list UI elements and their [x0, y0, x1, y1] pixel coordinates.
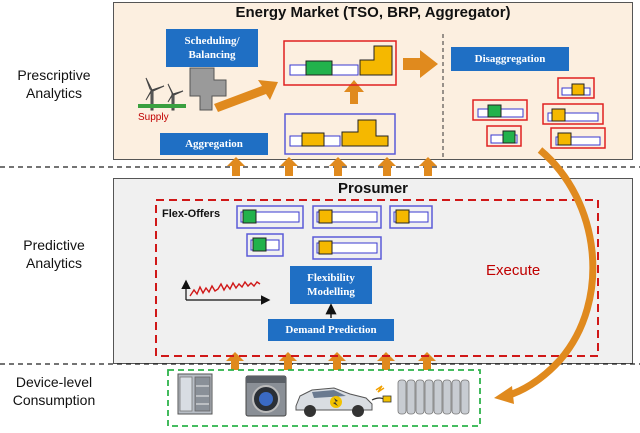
supply-label: Supply — [138, 112, 169, 123]
execute-label: Execute — [486, 262, 541, 279]
prosumer-title: Prosumer — [337, 180, 409, 197]
upward-arrows-from-devices — [226, 352, 436, 370]
flex-offer-region — [155, 199, 599, 357]
prescriptive-line-1: Prescriptive — [17, 67, 91, 83]
to-disaggregation-arrow — [403, 50, 438, 78]
energy-market-title: Energy Market (TSO, BRP, Aggregator) — [235, 4, 511, 21]
predictive-line-1: Predictive — [23, 237, 85, 253]
device-line-1: Device-level — [15, 374, 93, 390]
electric-car-icon — [295, 385, 392, 417]
flexibility-line-2: Modelling — [307, 286, 355, 298]
flex-offers-label: Flex-Offers — [162, 208, 221, 220]
refrigerator-icon — [177, 373, 213, 415]
demand-prediction-box: Demand Prediction — [268, 319, 394, 341]
execute-arrow — [504, 147, 597, 400]
aggregation-box: Aggregation — [160, 133, 268, 155]
device-line-2: Consumption — [12, 392, 96, 408]
time-series-plot-icon — [181, 279, 271, 305]
washing-machine-icon — [245, 375, 287, 417]
predictive-analytics-label: Predictive Analytics — [0, 236, 108, 272]
predictive-line-2: Analytics — [25, 255, 83, 271]
disaggregated-flex-offers — [472, 77, 606, 149]
scheduling-line-2: Balancing — [188, 49, 236, 61]
scheduling-arrow — [214, 80, 278, 112]
radiator-icon — [397, 379, 470, 415]
prosumer-flex-offers — [236, 205, 433, 260]
supply-profile-shape — [189, 67, 227, 111]
upward-arrows-to-market — [227, 157, 437, 176]
scheduled-profile-box — [283, 40, 397, 86]
flexibility-modelling-box: Flexibility Modelling — [290, 266, 372, 304]
up-arrow-market — [344, 80, 364, 104]
devices-box — [167, 369, 481, 427]
scheduling-balancing-box: Scheduling/ Balancing — [166, 29, 258, 67]
wind-turbine-icon — [138, 77, 186, 111]
prescriptive-analytics-label: Prescriptive Analytics — [0, 66, 108, 102]
prescriptive-line-2: Analytics — [25, 85, 83, 101]
flexibility-line-1: Flexibility — [307, 272, 355, 284]
device-level-consumption-label: Device-level Consumption — [0, 373, 108, 409]
scheduling-line-1: Scheduling/ — [184, 35, 240, 47]
disaggregation-box: Disaggregation — [451, 47, 569, 71]
aggregated-profile-box — [284, 113, 396, 155]
